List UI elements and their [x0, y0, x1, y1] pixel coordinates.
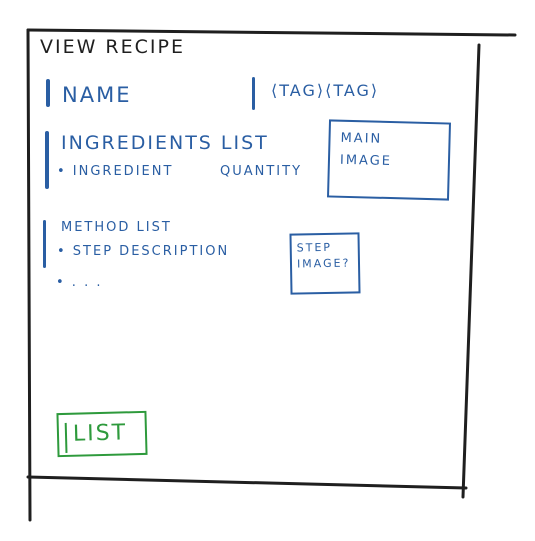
ingredients-marker: [45, 131, 49, 189]
step-image-label: STEP IMAGE?: [296, 240, 351, 271]
list-button-label: LIST: [72, 420, 128, 447]
recipe-name: NAME: [62, 83, 132, 107]
method-marker: [43, 220, 46, 268]
list-button-marker: [64, 422, 68, 453]
list-button[interactable]: LIST: [56, 410, 148, 458]
method-step: • STEP DESCRIPTION: [57, 244, 230, 259]
method-heading: METHOD LIST: [61, 220, 172, 235]
step-image: STEP IMAGE?: [289, 232, 361, 295]
page-title: VIEW RECIPE: [40, 36, 185, 58]
ingredients-heading: INGREDIENTS LIST: [61, 132, 269, 154]
method-more: • . . .: [56, 275, 103, 290]
ingredient-quantity: QUANTITY: [220, 164, 303, 179]
tags-marker: [252, 77, 255, 110]
name-field-marker: [46, 79, 50, 107]
main-image-label: MAIN IMAGE: [339, 130, 393, 170]
ingredient-item: • INGREDIENT: [57, 164, 174, 179]
main-image: MAIN IMAGE: [327, 119, 451, 201]
recipe-tags[interactable]: ⟨TAG⟩⟨TAG⟩: [271, 81, 380, 100]
